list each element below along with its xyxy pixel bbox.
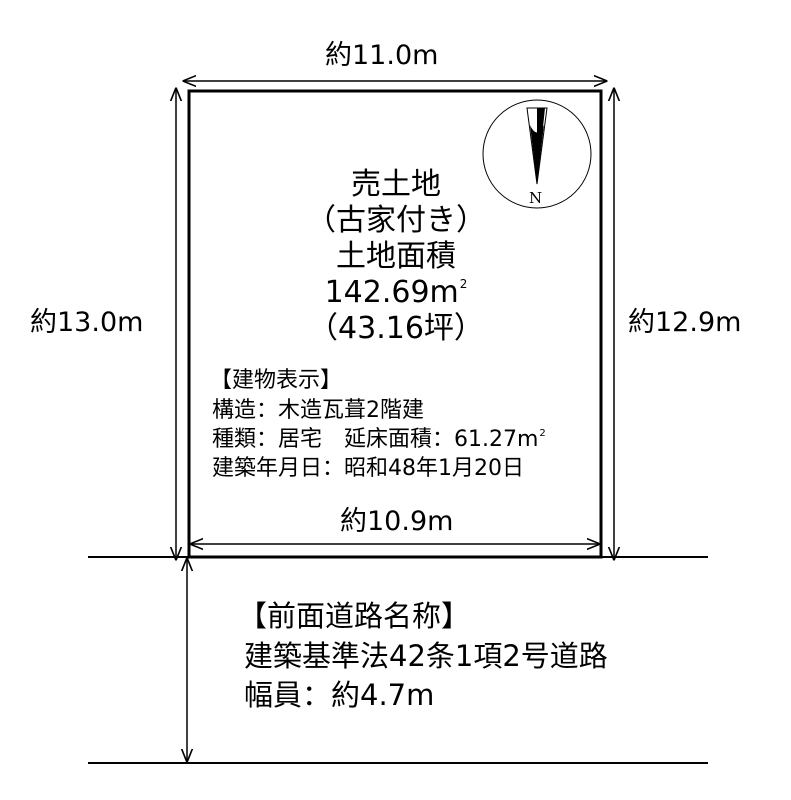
north-compass-icon — [482, 99, 592, 209]
lot-area-heading: 土地面積 — [336, 239, 456, 274]
left-dimension-label: 約13.0m — [30, 307, 144, 338]
compass-north-label: N — [529, 189, 543, 207]
lot-title-sale: 売土地 — [351, 167, 441, 202]
building-info-heading: 【建物表示】 — [210, 368, 343, 393]
lot-area-tsubo: （43.16坪） — [308, 311, 484, 346]
top-dimension-label: 約11.0m — [325, 40, 439, 71]
square-unit-sup-2: 2 — [539, 428, 546, 439]
lot-title-old-house: （古家付き） — [306, 203, 486, 238]
building-type-floor-area: 種類：居宅 延床面積：61.27m2 — [212, 427, 546, 452]
lot-area-value: 142.69m2 — [324, 275, 468, 310]
building-structure: 構造：木造瓦葺2階建 — [212, 398, 424, 423]
right-dimension-label: 約12.9m — [628, 307, 742, 338]
road-info-heading: 【前面道路名称】 — [238, 599, 471, 633]
square-unit-sup: 2 — [459, 277, 468, 291]
bottom-dimension-label: 約10.9m — [340, 506, 454, 537]
road-width: 幅員：約4.7m — [244, 678, 435, 712]
building-construction-date: 建築年月日：昭和48年1月20日 — [212, 456, 524, 481]
road-legal-name: 建築基準法42条1項2号道路 — [244, 639, 608, 673]
